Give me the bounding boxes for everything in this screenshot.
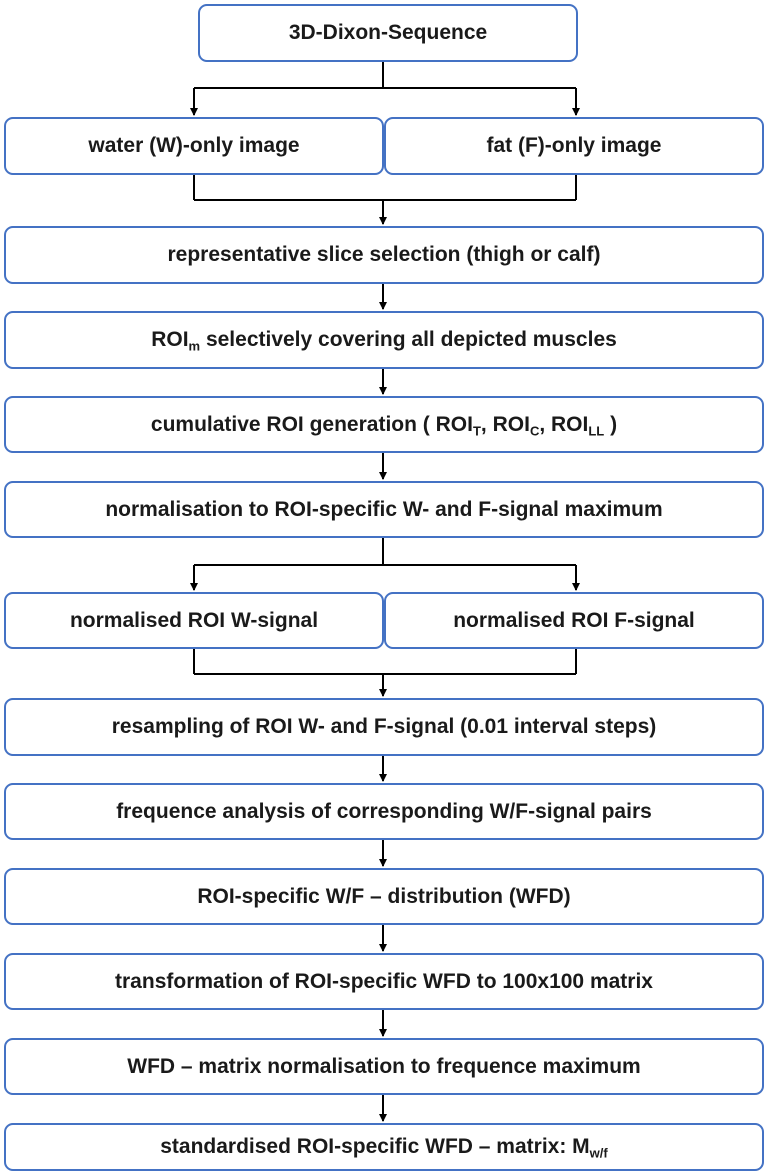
roi-m-rest: selectively covering all depicted muscle… — [200, 328, 617, 351]
box-matrix-normalisation-label: WFD – matrix normalisation to frequence … — [127, 1054, 641, 1078]
box-normalisation: normalisation to ROI-specific W- and F-s… — [4, 481, 764, 538]
box-normalisation-label: normalisation to ROI-specific W- and F-s… — [105, 497, 663, 521]
box-roi-m-label: ROIm selectively covering all depicted m… — [151, 328, 617, 354]
box-water-only-image: water (W)-only image — [4, 117, 384, 175]
box-normalised-w-signal: normalised ROI W-signal — [4, 592, 384, 649]
box-standardised-matrix: standardised ROI-specific WFD – matrix: … — [4, 1123, 764, 1171]
box-frequence-analysis: frequence analysis of corresponding W/F-… — [4, 783, 764, 840]
box-resampling-label: resampling of ROI W- and F-signal (0.01 … — [111, 715, 657, 738]
cumulative-sub-3: LL — [588, 423, 605, 439]
box-normalised-f-signal-label: normalised ROI F-signal — [453, 608, 695, 632]
roi-m-subscript: m — [188, 338, 201, 354]
box-cumulative-roi-label: cumulative ROI generation ( ROIT, ROIC, … — [150, 412, 618, 439]
standardised-text: standardised ROI-specific WFD – matrix: … — [160, 1135, 590, 1158]
box-standardised-matrix-label: standardised ROI-specific WFD – matrix: … — [160, 1135, 608, 1161]
box-fat-only-image: fat (F)-only image — [384, 117, 764, 175]
box-resampling: resampling of ROI W- and F-signal (0.01 … — [4, 698, 764, 756]
cumulative-roi-2: ROI — [492, 412, 530, 436]
box-normalised-f-signal: normalised ROI F-signal — [384, 592, 764, 649]
cumulative-roi-3: ROI — [551, 412, 589, 436]
box-frequence-analysis-label: frequence analysis of corresponding W/F-… — [116, 799, 652, 823]
box-transformation-label: transformation of ROI-specific WFD to 10… — [115, 969, 653, 993]
standardised-subscript: w/f — [589, 1145, 608, 1161]
box-matrix-normalisation: WFD – matrix normalisation to frequence … — [4, 1038, 764, 1095]
roi-m-base: ROI — [151, 328, 189, 351]
box-wfd-label: ROI-specific W/F – distribution (WFD) — [197, 884, 571, 908]
cumulative-sep-2: , — [539, 412, 552, 436]
cumulative-roi-1: ROI — [435, 412, 473, 436]
box-slice-selection: representative slice selection (thigh or… — [4, 226, 764, 284]
cumulative-sep-1: , — [480, 412, 493, 436]
box-roi-m: ROIm selectively covering all depicted m… — [4, 311, 764, 369]
cumulative-suffix: ) — [604, 412, 618, 436]
box-transformation: transformation of ROI-specific WFD to 10… — [4, 953, 764, 1010]
box-3d-dixon-sequence-label: 3D-Dixon-Sequence — [288, 21, 488, 44]
box-fat-only-image-label: fat (F)-only image — [486, 134, 662, 157]
cumulative-sub-2: C — [529, 423, 540, 439]
box-water-only-image-label: water (W)-only image — [88, 134, 300, 157]
cumulative-sub-1: T — [472, 423, 481, 439]
box-slice-selection-label: representative slice selection (thigh or… — [167, 243, 601, 266]
box-wfd: ROI-specific W/F – distribution (WFD) — [4, 868, 764, 925]
cumulative-prefix: cumulative ROI generation ( — [150, 412, 436, 436]
box-normalised-w-signal-label: normalised ROI W-signal — [69, 608, 319, 632]
box-3d-dixon-sequence: 3D-Dixon-Sequence — [198, 4, 578, 62]
box-cumulative-roi: cumulative ROI generation ( ROIT, ROIC, … — [4, 396, 764, 453]
